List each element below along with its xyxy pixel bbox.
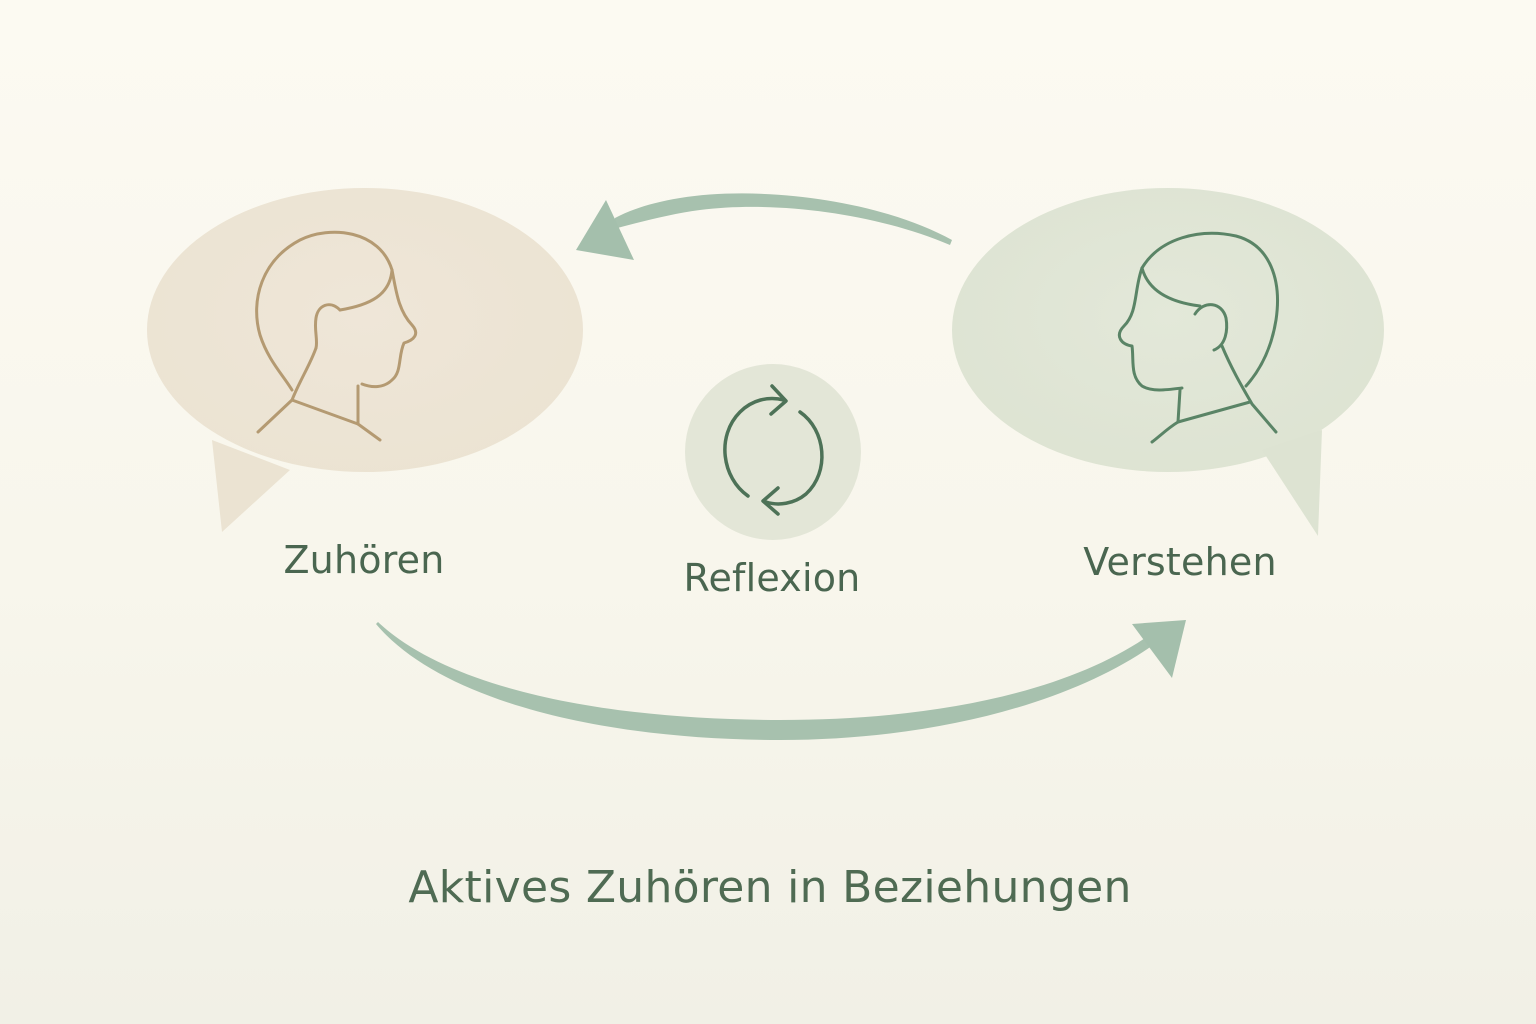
reflection-node xyxy=(685,364,861,540)
arrow-understanding-to-listener xyxy=(576,193,952,260)
listener-speech-bubble xyxy=(147,188,583,532)
node-label-understanding: Verstehen xyxy=(1083,540,1277,584)
node-label-listener: Zuhören xyxy=(283,538,445,582)
node-label-reflection: Reflexion xyxy=(683,556,861,600)
head-profile-facing-left-icon xyxy=(1118,231,1279,444)
arrow-listener-to-understanding xyxy=(376,620,1186,740)
head-profile-facing-right-icon xyxy=(255,230,418,442)
cycle-arrows-icon xyxy=(723,384,824,516)
diagram-title: Aktives Zuhören in Beziehungen xyxy=(408,862,1132,913)
understanding-speech-bubble xyxy=(952,188,1384,536)
